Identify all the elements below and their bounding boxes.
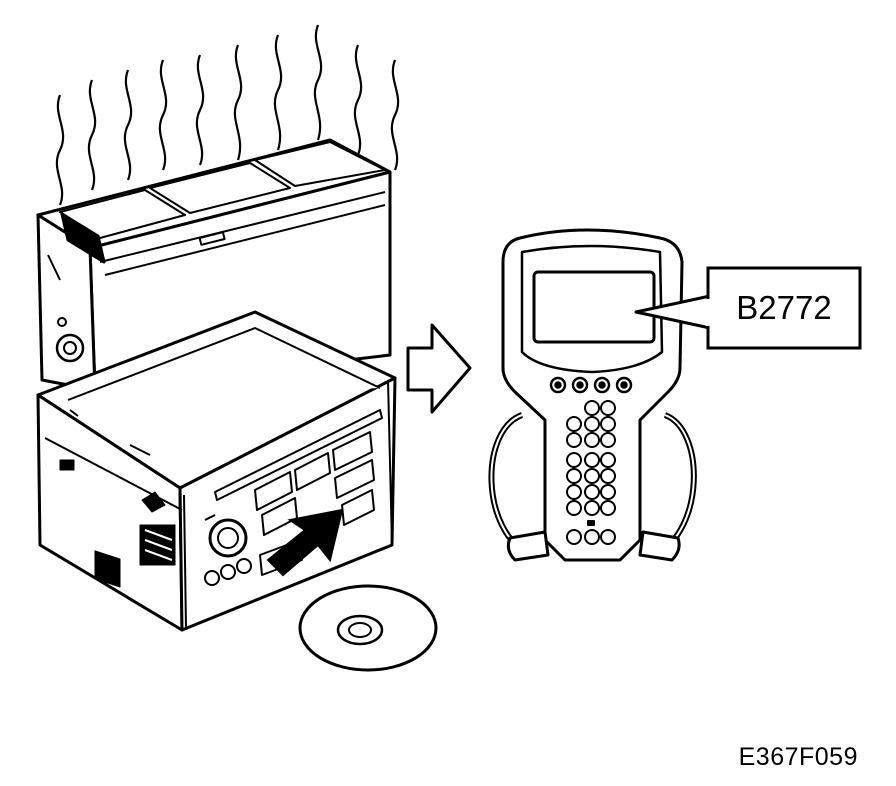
right-arrow-icon <box>406 323 472 414</box>
dtc-code: B2772 <box>736 289 831 326</box>
radio-unit-hot <box>36 138 392 392</box>
figure-id: E367F059 <box>738 743 858 771</box>
scan-tool-keypad <box>566 400 616 545</box>
scan-tool <box>488 228 697 562</box>
scan-tool-screen <box>532 270 656 344</box>
cd-disc-icon <box>298 584 438 672</box>
insert-arrow-icon <box>266 508 344 577</box>
dtc-callout: B2772 <box>634 266 862 350</box>
